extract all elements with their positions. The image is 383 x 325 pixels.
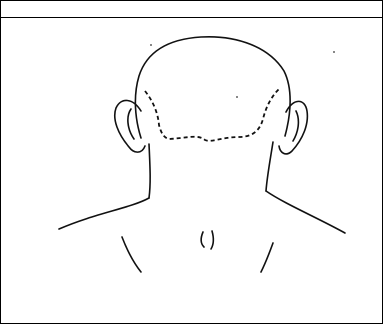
right-ear <box>279 101 307 154</box>
speck <box>236 96 238 98</box>
speck <box>333 51 335 53</box>
left-ear <box>115 100 145 152</box>
neck-right <box>266 142 273 191</box>
neck-left <box>149 144 150 198</box>
left-ear-inner <box>128 109 134 139</box>
right-ear-inner <box>293 111 298 141</box>
shoulder-right <box>266 191 345 233</box>
back-contour-right <box>261 243 273 272</box>
spine-mark <box>201 232 204 247</box>
spine-mark-2 <box>211 231 213 249</box>
hairline-dashed <box>145 89 279 141</box>
speck <box>150 44 152 46</box>
back-contour-left <box>122 237 141 272</box>
shoulder-left <box>59 198 149 229</box>
